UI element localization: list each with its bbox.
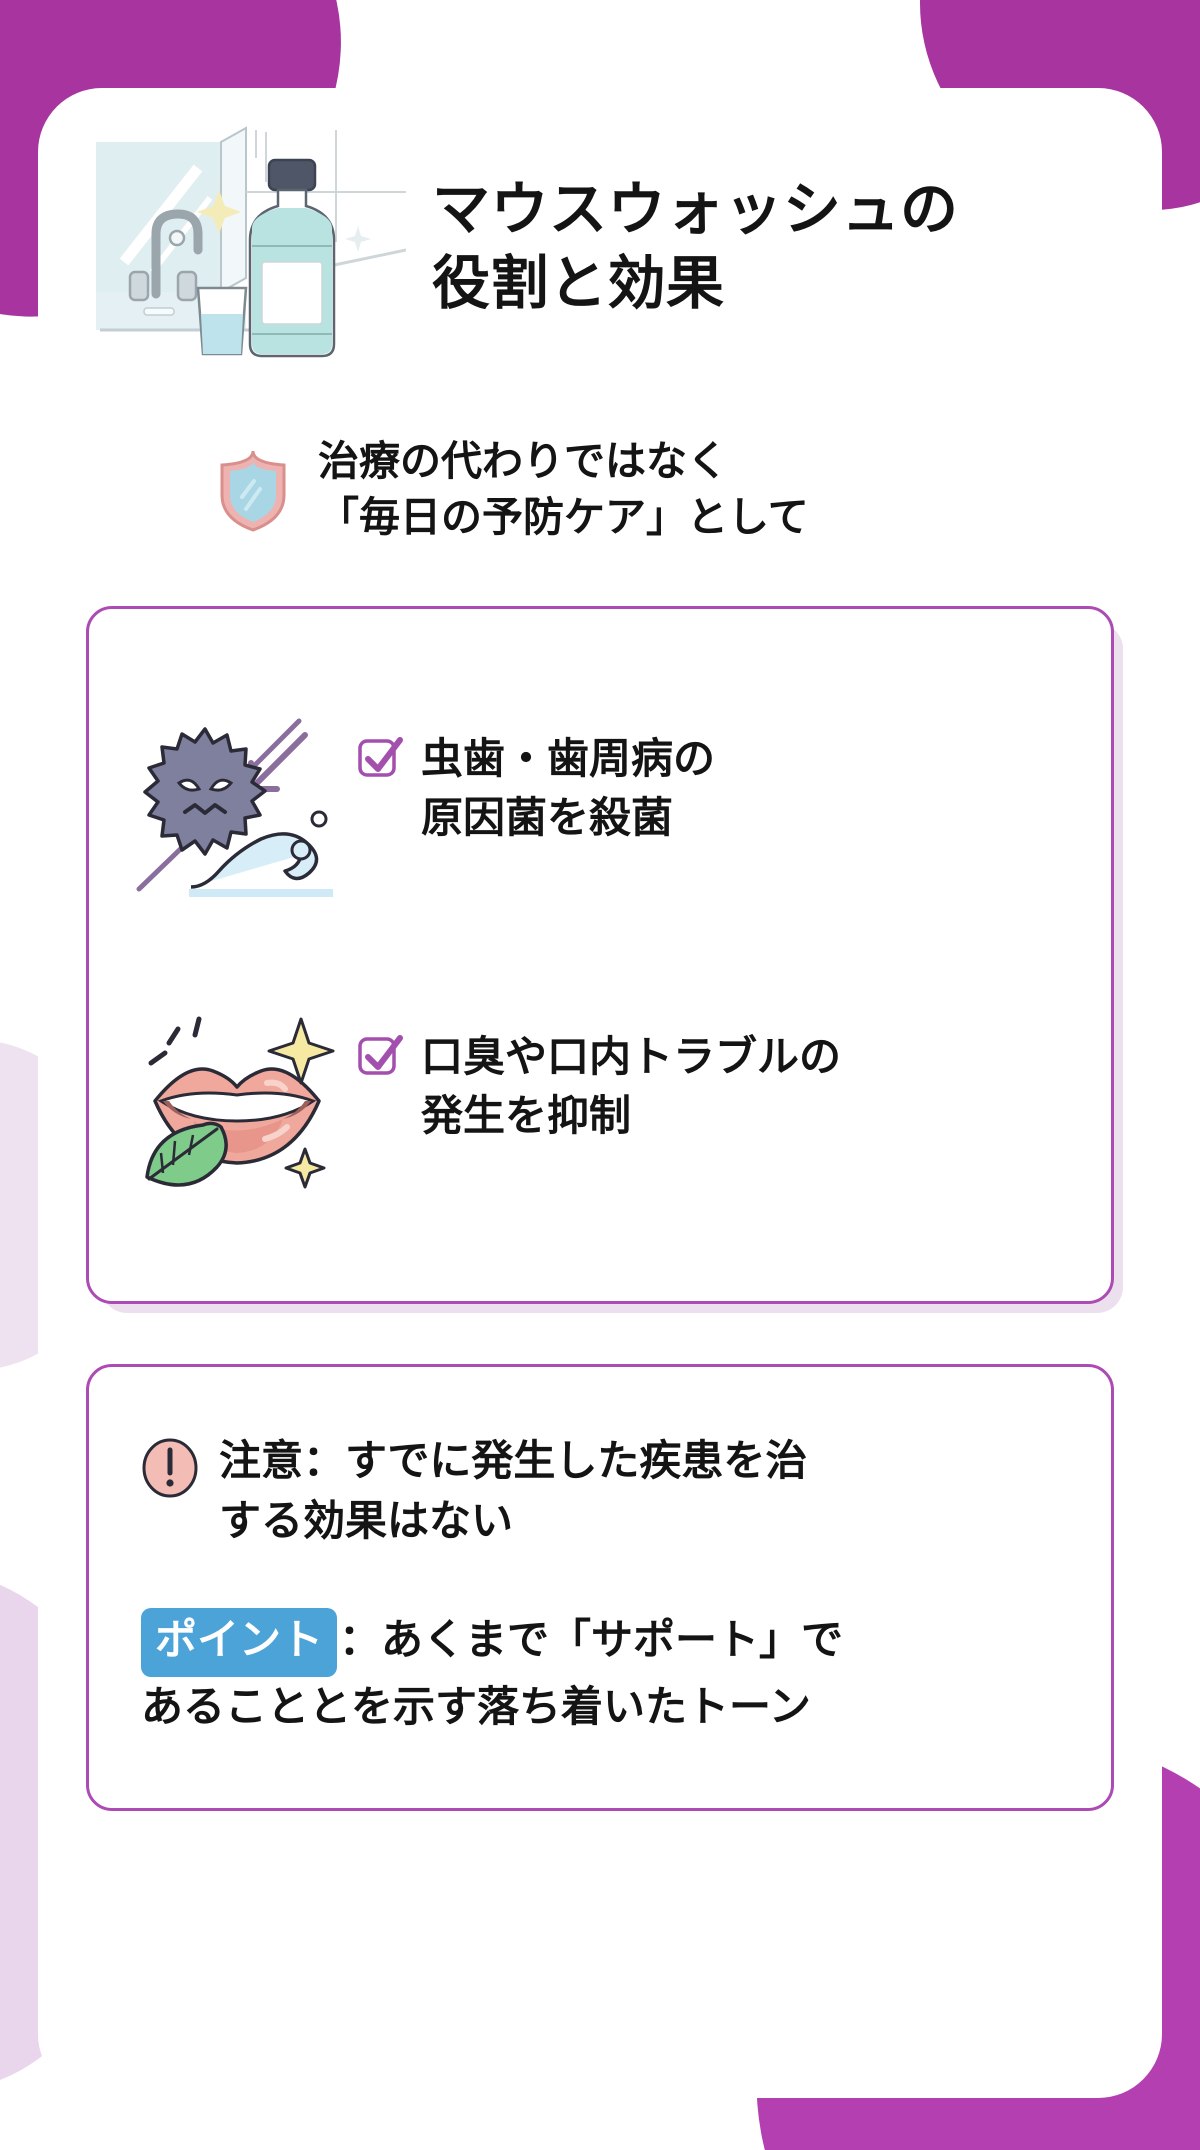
exclamation-circle-icon [142,1438,198,1497]
title-line-1: マウスウォッシュの [432,176,959,242]
virus-wave-illustration [136,718,333,897]
checkbox-checked-icon[interactable] [357,1033,403,1079]
benefit-2-line-2: 発生を抑制 [421,1092,632,1140]
header: マウスウォッシュの 役割と効果 [86,0,1114,372]
warning-text: 注意：すでに発生した疾患を治 する効果はない [219,1431,807,1553]
benefit-1-line-1: 虫歯・歯周病の [421,734,716,782]
point-row: ポイント：あくまで「サポート」で あることとを示す落ち着いたトーン [141,1608,1067,1738]
benefit-item-1: 虫歯・歯周病の 原因菌を殺菌 [133,683,1067,929]
benefit-body-2: 口臭や口内トラブルの 発生を抑制 [357,1009,841,1146]
point-text: ポイント：あくまで「サポート」で あることとを示す落ち着いたトーン [141,1608,1067,1738]
subtitle-row: 治療の代わりではなく 「毎日の予防ケア」として [86,434,1114,546]
point-line-1: ：あくまで「サポート」で [339,1616,844,1664]
page-title: マウスウォッシュの 役割と効果 [432,173,959,321]
shield-icon [220,450,286,532]
benefit-1-line-2: 原因菌を殺菌 [421,794,674,842]
warning-line-1: 注意：すでに発生した疾患を治 [219,1436,808,1484]
infographic-content: マウスウォッシュの 役割と効果 治療の代わりではなく 「毎日の予防ケア」として [86,0,1123,1812]
subtitle-line-2: 「毎日の予防ケア」として [318,493,809,540]
warning-row: 注意：すでに発生した疾患を治 する効果はない [141,1431,1067,1553]
warning-line-2: する効果はない [219,1497,514,1545]
mouthwash-bottle-sink-illustration [96,126,406,358]
checkbox-checked-icon[interactable] [357,735,403,781]
subtitle-line-1: 治療の代わりではなく [318,438,728,484]
benefit-text-2: 口臭や口内トラブルの 発生を抑制 [421,1027,841,1146]
point-line-2: あることとを示す落ち着いたトーン [141,1683,811,1731]
benefits-card: 虫歯・歯周病の 原因菌を殺菌 [86,605,1123,1313]
lips-mint-leaf-illustration [145,1016,335,1188]
title-line-2: 役割と効果 [432,251,725,316]
benefit-text-1: 虫歯・歯周病の 原因菌を殺菌 [421,729,715,848]
notes-card: 注意：すでに発生した疾患を治 する効果はない ポイント：あくまで「サポート」で … [86,1363,1114,1812]
point-badge: ポイント [141,1608,338,1678]
benefit-2-line-1: 口臭や口内トラブルの [421,1032,842,1080]
subtitle-text: 治療の代わりではなく 「毎日の予防ケア」として [318,434,809,546]
benefit-item-2: 口臭や口内トラブルの 発生を抑制 [133,981,1067,1227]
benefit-body-1: 虫歯・歯周病の 原因菌を殺菌 [357,711,715,848]
